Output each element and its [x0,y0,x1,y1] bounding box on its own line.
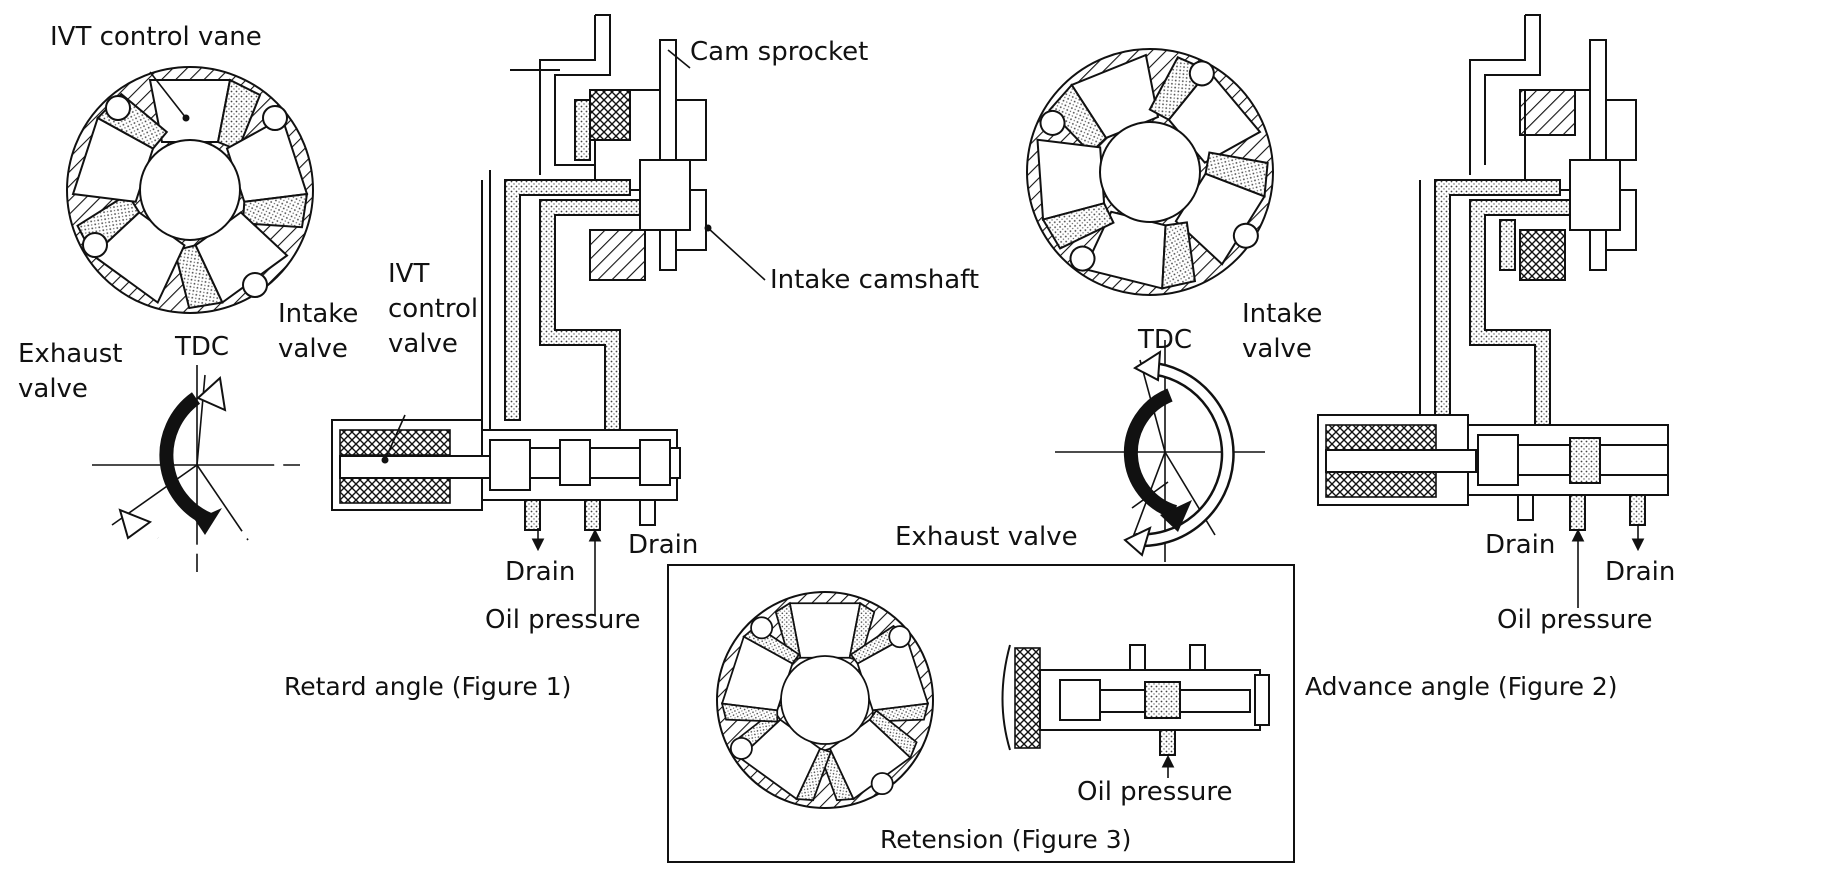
caption-figure1: Retard angle (Figure 1) [284,672,571,701]
figure3-frame [667,564,1295,863]
label-drain-f2-right: Drain [1605,557,1675,587]
valve-figure3 [1001,644,1270,778]
label-intake-valve-left-2: valve [278,334,348,364]
label-drain-f1-left: Drain [505,557,575,587]
label-exhaust-valve-left-1: Exhaust [18,339,122,369]
label-tdc-right: TDC [1137,325,1192,355]
caption-figure2: Advance angle (Figure 2) [1305,672,1618,701]
vane-rotor-figure1 [66,66,314,314]
mechanism-figure2 [1317,14,1669,608]
caption-figure3: Retension (Figure 3) [880,825,1131,854]
label-oil-pressure-f1: Oil pressure [485,605,640,635]
vane-rotor-figure3 [716,591,934,809]
label-intake-valve-left-1: Intake [278,299,358,329]
label-exhaust-valve-right: Exhaust valve [895,522,1078,552]
valve-timing-figure2 [1055,340,1265,562]
label-drain-f2-left: Drain [1485,530,1555,560]
label-tdc-left: TDC [174,332,229,362]
label-ivt-control-valve-2: control [388,294,478,324]
label-ivt-control-valve-3: valve [388,329,458,359]
label-ivt-control-valve-1: IVT [388,259,429,289]
label-intake-camshaft: Intake camshaft [770,265,979,295]
label-cam-sprocket: Cam sprocket [690,37,868,67]
label-drain-f1-right: Drain [628,530,698,560]
label-ivt-control-vane: IVT control vane [50,22,262,52]
label-exhaust-valve-left-2: valve [18,374,88,404]
label-intake-valve-right-1: Intake [1242,299,1322,329]
valve-timing-figure1 [92,365,300,572]
vane-rotor-figure2 [1026,48,1274,296]
mechanism-figure1 [331,14,766,615]
label-intake-valve-right-2: valve [1242,334,1312,364]
label-oil-pressure-f2: Oil pressure [1497,605,1652,635]
label-oil-pressure-f3: Oil pressure [1077,777,1232,807]
